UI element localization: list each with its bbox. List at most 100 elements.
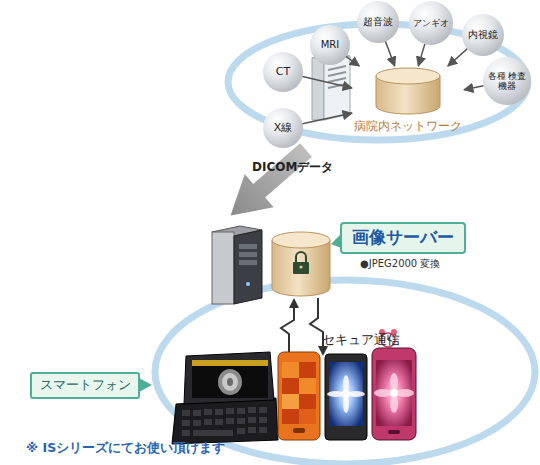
node-text: 各種 検査機器 bbox=[487, 71, 527, 92]
clamshell-device bbox=[259, 417, 267, 423]
lock-icon bbox=[293, 262, 309, 274]
modality-circle: アンギオ bbox=[409, 1, 453, 45]
database-cylinder bbox=[272, 232, 330, 296]
device-callout: スマートフォン bbox=[30, 372, 140, 399]
clamshell-device bbox=[259, 407, 267, 413]
smartphone bbox=[372, 348, 416, 440]
smartphone bbox=[374, 389, 392, 397]
connector-arrow bbox=[303, 77, 353, 89]
lightning-arrow bbox=[281, 298, 323, 356]
clamshell-device bbox=[182, 410, 190, 416]
smartphone bbox=[390, 373, 398, 391]
server-tower bbox=[246, 282, 250, 286]
network-ring bbox=[155, 280, 535, 464]
smartphone bbox=[278, 352, 320, 440]
clamshell-device bbox=[259, 427, 267, 433]
smartphone bbox=[327, 375, 365, 413]
smartphone bbox=[390, 389, 398, 397]
clamshell-device bbox=[215, 419, 223, 425]
connector-arrow bbox=[448, 49, 467, 66]
connector-arrow bbox=[386, 42, 395, 66]
node-text: 内視鏡 bbox=[468, 29, 498, 41]
connector-arrow bbox=[464, 86, 484, 90]
smartphone bbox=[282, 362, 299, 378]
modality-circle: 各種 検査機器 bbox=[483, 57, 531, 105]
smartphone bbox=[293, 428, 305, 433]
modality-circle: CT bbox=[263, 52, 303, 92]
smartphone bbox=[299, 409, 316, 424]
clamshell-device bbox=[184, 352, 274, 404]
server-tower bbox=[312, 58, 324, 120]
clamshell-device bbox=[172, 398, 278, 444]
node-text: CT bbox=[276, 66, 290, 79]
server-tower bbox=[239, 260, 257, 265]
node-text: スマートフォン bbox=[40, 378, 131, 393]
clamshell-device bbox=[222, 373, 238, 391]
clamshell-device bbox=[226, 418, 234, 424]
node-text: MRI bbox=[321, 39, 340, 51]
smartphone bbox=[396, 389, 414, 397]
clamshell-device bbox=[172, 352, 278, 444]
modality-circle: 超音波 bbox=[357, 1, 399, 43]
connector-arrow bbox=[303, 113, 353, 124]
server-tower bbox=[328, 78, 346, 82]
node-text: 病院内ネットワーク bbox=[354, 120, 462, 136]
database-cylinder bbox=[376, 68, 440, 84]
database-cylinder bbox=[272, 232, 330, 248]
server-tower bbox=[328, 72, 346, 76]
clamshell-device bbox=[193, 420, 201, 426]
network-node: 病院内ネットワーク bbox=[352, 66, 464, 136]
clamshell-device bbox=[248, 407, 256, 413]
server-tower bbox=[328, 84, 346, 88]
clamshell-device bbox=[192, 360, 268, 398]
modality-circle: 内視鏡 bbox=[462, 14, 504, 56]
clamshell-device bbox=[237, 418, 245, 424]
clamshell-device bbox=[215, 409, 223, 415]
dicom-arrow bbox=[216, 133, 320, 232]
smartphone bbox=[372, 348, 416, 440]
clamshell-device bbox=[218, 369, 242, 395]
server-tower bbox=[324, 56, 350, 120]
clamshell-device bbox=[192, 360, 268, 366]
arrow-head bbox=[289, 298, 299, 308]
node-text: 超音波 bbox=[363, 16, 393, 28]
connector-arrow bbox=[346, 57, 359, 66]
modality-circle: X線 bbox=[263, 108, 303, 148]
server-tower bbox=[239, 252, 257, 257]
smartphone bbox=[282, 362, 316, 424]
clamshell-device bbox=[227, 378, 233, 386]
clamshell-device bbox=[226, 408, 234, 414]
server-tower bbox=[212, 226, 262, 304]
smartphone bbox=[325, 354, 367, 440]
lock-icon bbox=[296, 252, 306, 262]
clamshell-device bbox=[182, 407, 267, 436]
node-text: 画像サーバー bbox=[340, 222, 466, 254]
flow-label: セキュア通信 bbox=[322, 332, 400, 348]
clamshell-device bbox=[182, 420, 190, 426]
smartphone bbox=[390, 395, 398, 413]
node-text: X線 bbox=[274, 122, 293, 135]
smartphone bbox=[388, 430, 400, 434]
clamshell-device bbox=[182, 430, 190, 436]
lock-icon bbox=[299, 265, 302, 268]
lightning-arrow bbox=[281, 308, 294, 356]
clamshell-device bbox=[248, 417, 256, 423]
lock-icon bbox=[293, 252, 309, 274]
clamshell-device bbox=[237, 408, 245, 414]
clamshell-device bbox=[204, 409, 212, 415]
modality-circle: MRI bbox=[310, 25, 350, 65]
smartphone bbox=[342, 390, 350, 398]
smartphone bbox=[374, 373, 414, 413]
server-tower bbox=[234, 230, 262, 304]
smartphone bbox=[299, 378, 316, 394]
server-callout: 画像サーバー ●JPEG2000 変換 bbox=[340, 222, 472, 278]
note-text: ※ ISシリーズにてお使い頂けます bbox=[26, 440, 225, 455]
server-tower bbox=[328, 66, 346, 70]
clamshell-device bbox=[204, 419, 212, 425]
callout-pointer bbox=[139, 378, 152, 392]
connector-arrow bbox=[418, 44, 425, 66]
node-subtext: ●JPEG2000 変換 bbox=[360, 258, 440, 270]
